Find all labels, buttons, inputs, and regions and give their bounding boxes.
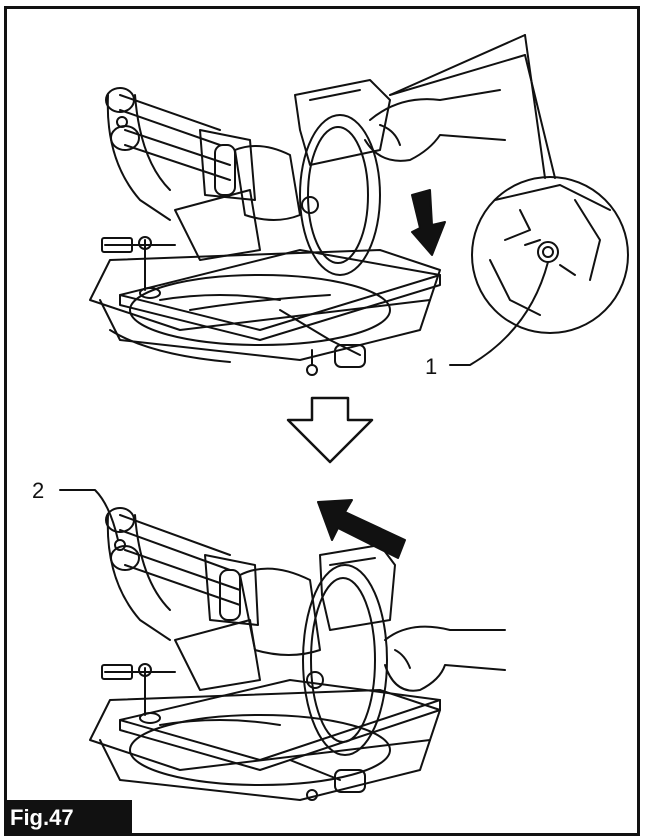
figure-frame bbox=[4, 6, 640, 836]
miter-saw-top bbox=[89, 79, 506, 376]
callout-1: 1 bbox=[425, 354, 438, 379]
figure-label: Fig.47 bbox=[4, 800, 132, 836]
transition-arrow bbox=[286, 396, 374, 464]
miter-saw-bottom bbox=[59, 489, 506, 801]
callout-2: 2 bbox=[32, 478, 45, 503]
detail-magnifier bbox=[389, 34, 629, 366]
